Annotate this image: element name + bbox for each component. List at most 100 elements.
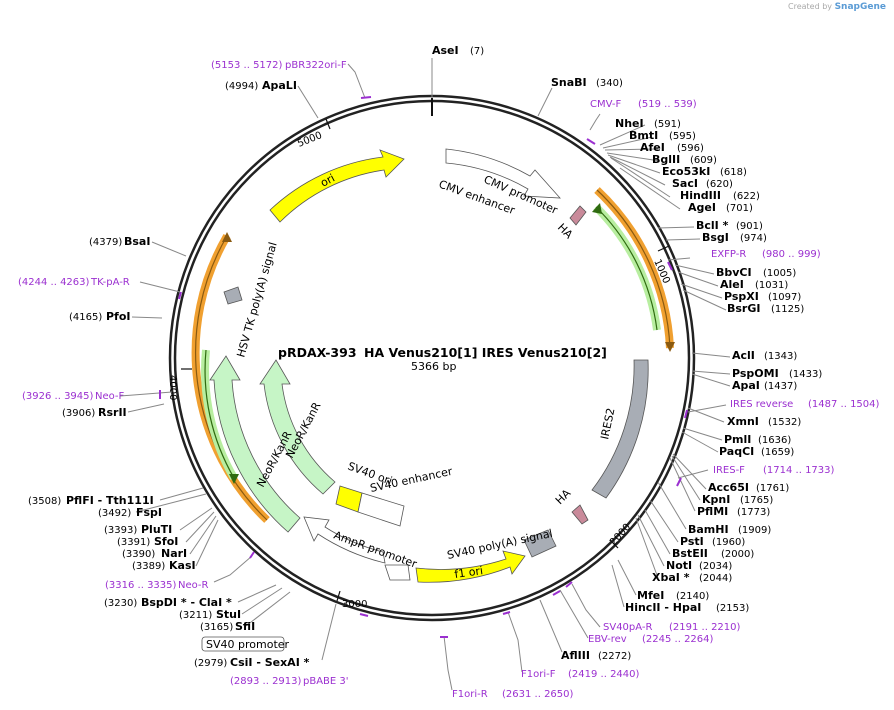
- sv40-ori-feature: [335, 485, 363, 513]
- hsv-tk-polya-feature: [223, 286, 243, 305]
- site-psti: PstI: [680, 535, 704, 548]
- ampr-promoter-feature: [303, 516, 386, 564]
- leader-lines: [119, 58, 731, 691]
- venus-orange-arrowhead-2: [222, 232, 232, 242]
- primer-f1ori-r-range: (2631 .. 2650): [502, 689, 574, 700]
- primer-f1ori-f: F1ori-F: [521, 669, 556, 680]
- site-bglii-pos: (609): [690, 155, 717, 166]
- snapgene-brand: Created by SnapGene: [788, 2, 886, 12]
- primer-cmv-f: CMV-F: [590, 99, 621, 110]
- site-pspomi: PspOMI: [732, 367, 779, 380]
- neor-inner-feature: [259, 359, 336, 495]
- venus-green-arrow-1: [595, 206, 658, 331]
- site-apai-pos: (1437): [764, 381, 797, 392]
- site-pluti-pos: (3393): [104, 525, 137, 536]
- sv40-polya-feature: [523, 529, 557, 558]
- site-eco53ki-pos: (618): [720, 167, 747, 178]
- restriction-sites: AseI (7) SnaBI (340) NheI (591) BmtI (59…: [28, 44, 822, 669]
- site-hindiii-pos: (622): [733, 191, 760, 202]
- site-bamhi: BamHI: [688, 523, 729, 536]
- primer-f1ori-f-range: (2419 .. 2440): [568, 669, 640, 680]
- site-mfei: MfeI: [637, 589, 664, 602]
- site-agei: AgeI: [688, 201, 716, 214]
- primer-ires-reverse-range: (1487 .. 1504): [808, 399, 880, 410]
- plasmid-name: pRDAX-393: [278, 345, 357, 360]
- site-fspi-pos: (3492): [98, 508, 131, 519]
- site-agei-pos: (701): [726, 203, 753, 214]
- site-afei: AfeI: [640, 141, 665, 154]
- site-sfii: SfiI: [235, 620, 255, 633]
- site-kpni: KpnI: [702, 493, 730, 506]
- site-bcli-pos: (901): [736, 221, 763, 232]
- site-eco53ki: Eco53kI: [662, 165, 710, 178]
- site-paqci-pos: (1659): [761, 447, 794, 458]
- site-asei-pos: (7): [470, 46, 484, 57]
- site-csii-sexai-pos: (2979): [194, 658, 227, 669]
- site-pluti: PluTI: [141, 523, 172, 536]
- primer-sv40pa-r: SV40pA-R: [603, 622, 652, 633]
- site-bsai: BsaI: [124, 235, 150, 248]
- primer-marks: [159, 96, 688, 638]
- venus-orange-arrowhead-1: [665, 342, 675, 352]
- site-noti: NotI: [666, 559, 692, 572]
- venus-orange-arrow-2: [194, 235, 268, 521]
- site-nari-pos: (3390): [122, 549, 155, 560]
- site-apali: ApaLI: [262, 79, 297, 92]
- primer-tk-pa-r-range: (4244 .. 4263): [18, 277, 90, 288]
- site-pspxi: PspXI: [724, 290, 759, 303]
- site-pfoi: PfoI: [106, 310, 131, 323]
- sv40-promoter-box: [201, 636, 285, 652]
- site-bspdi-clai-pos: (3230): [104, 598, 137, 609]
- site-xbai-pos: (2044): [699, 573, 732, 584]
- site-stui: StuI: [216, 608, 241, 621]
- ha-feature-1: [569, 205, 587, 226]
- primer-f1ori-r: F1ori-R: [452, 689, 488, 700]
- site-bamhi-pos: (1909): [738, 525, 771, 536]
- site-hincii-hpai-pos: (2153): [716, 603, 749, 614]
- site-rsrii-pos: (3906): [62, 408, 95, 419]
- site-afei-pos: (596): [677, 143, 704, 154]
- primer-ires-f: IRES-F: [713, 465, 745, 476]
- site-pspomi-pos: (1433): [789, 369, 822, 380]
- site-xmni: XmnI: [727, 415, 759, 428]
- site-fspi: FspI: [136, 506, 162, 519]
- site-pflfi-tth111i-pos: (3508): [28, 496, 61, 507]
- site-xmni-pos: (1532): [768, 417, 801, 428]
- venus-green-arrowhead-2: [229, 474, 239, 484]
- site-paqci: PaqCI: [719, 445, 754, 458]
- site-bsgi: BsgI: [702, 231, 729, 244]
- site-bsteii: BstEII: [672, 547, 708, 560]
- primers: (5153 .. 5172) pBR322ori-F CMV-F (519 ..…: [18, 60, 880, 700]
- primer-neo-f-range: (3926 .. 3945): [22, 391, 94, 402]
- site-nhei: NheI: [615, 117, 644, 130]
- site-pfoi-pos: (4165): [69, 312, 102, 323]
- ampr-small-feature: [384, 564, 411, 581]
- site-pflmi-pos: (1773): [737, 507, 770, 518]
- neor-outer-feature: [209, 355, 301, 533]
- plasmid-size: 5366 bp: [411, 360, 456, 373]
- ires2-feature: [591, 359, 649, 499]
- site-bbvci: BbvCI: [716, 266, 752, 279]
- primer-neo-r-range: (3316 .. 3335): [105, 580, 177, 591]
- site-csii-sexai: CsiI - SexAI *: [230, 656, 310, 669]
- site-bmti: BmtI: [629, 129, 658, 142]
- site-saci: SacI: [672, 177, 698, 190]
- primer-neo-f: Neo-F: [95, 391, 125, 402]
- primer-ires-f-range: (1714 .. 1733): [763, 465, 835, 476]
- site-pspxi-pos: (1097): [768, 292, 801, 303]
- site-sfii-pos: (3165): [200, 622, 233, 633]
- site-rsrii: RsrII: [98, 406, 127, 419]
- snapgene-logo-text: SnapGene: [834, 2, 886, 12]
- created-by-text: Created by: [788, 2, 833, 11]
- site-bsai-pos: (4379): [89, 237, 122, 248]
- site-kasi-pos: (3389): [132, 561, 165, 572]
- site-xbai: XbaI *: [652, 571, 690, 584]
- sv40-promoter-label: SV40 promoter: [206, 638, 290, 651]
- primer-tk-pa-r: TK-pA-R: [90, 277, 130, 288]
- site-saci-pos: (620): [706, 179, 733, 190]
- site-bspdi-clai: BspDI * - ClaI *: [141, 596, 232, 609]
- site-acc65i-pos: (1761): [756, 483, 789, 494]
- sv40-enhancer-feature: [357, 492, 405, 527]
- primer-ebv-rev: EBV-rev: [588, 634, 627, 645]
